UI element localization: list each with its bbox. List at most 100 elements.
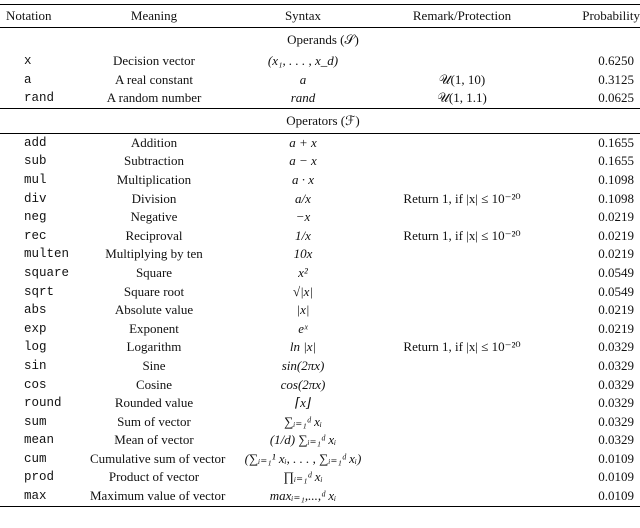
cell-syntax: √|x| <box>292 283 314 299</box>
cell-probability: 0.0549 <box>598 264 634 280</box>
cell-meaning: Subtraction <box>124 153 184 169</box>
cell-notation: div <box>24 191 47 206</box>
cell-remark <box>388 431 536 450</box>
cell-syntax: (x₁, . . . , x_d) <box>267 53 339 68</box>
header-meaning: Meaning <box>130 8 178 23</box>
cell-probability: 0.0329 <box>598 339 634 355</box>
cell-notation: cos <box>24 377 47 392</box>
header-row: Notation Meaning Syntax Remark/Protectio… <box>0 4 640 28</box>
operands-section-title: Operands (𝒮) <box>287 32 359 47</box>
cell-meaning: A real constant <box>115 71 193 87</box>
operators-table: Notation Meaning Syntax Remark/Protectio… <box>0 4 640 507</box>
cell-meaning: Decision vector <box>113 53 195 68</box>
cell-notation: sqrt <box>24 284 55 299</box>
cell-syntax: maxᵢ₌₁,...,ᵈ xᵢ <box>269 488 337 504</box>
cell-remark <box>388 152 536 171</box>
cell-meaning: Reciproval <box>125 227 183 243</box>
cell-remark <box>388 487 536 506</box>
cell-meaning: Cumulative sum of vector <box>90 450 226 466</box>
cell-notation: abs <box>24 303 47 318</box>
cell-remark <box>388 52 536 71</box>
cell-notation: x <box>24 54 32 68</box>
cell-remark <box>388 171 536 190</box>
cell-remark <box>388 450 536 469</box>
cell-notation: max <box>24 489 47 504</box>
cell-syntax: (∑ᵢ₌₁¹ xᵢ, . . . , ∑ᵢ₌₁ᵈ xᵢ) <box>244 450 362 466</box>
cell-notation: mul <box>24 172 47 187</box>
cell-notation: neg <box>24 210 47 225</box>
cell-meaning: Mean of vector <box>114 432 194 448</box>
cell-probability: 0.0219 <box>598 209 634 225</box>
table-row: cum Cumulative sum of vector (∑ᵢ₌₁¹ xᵢ, . … <box>0 450 640 469</box>
cell-probability: 0.0219 <box>598 246 634 262</box>
cell-probability: 0.0329 <box>598 395 634 411</box>
cell-notation: log <box>24 340 47 355</box>
cell-notation: sum <box>24 414 47 429</box>
cell-remark <box>388 264 536 283</box>
cell-syntax: eˣ <box>298 320 308 336</box>
cell-probability: 0.6250 <box>598 53 634 68</box>
cell-probability: 0.0625 <box>598 90 634 106</box>
cell-syntax: a − x <box>289 153 317 169</box>
cell-probability: 0.1655 <box>598 153 634 169</box>
operators-section-row: Operators (ℱ) <box>0 108 640 133</box>
cell-syntax: −x <box>295 209 311 225</box>
cell-notation: a <box>24 72 32 87</box>
cell-remark <box>388 133 536 152</box>
cell-probability: 0.0329 <box>598 413 634 429</box>
cell-notation: round <box>24 396 62 411</box>
table-row: sum Sum of vector ∑ᵢ₌₁ᵈ xᵢ 0.0329 <box>0 413 640 432</box>
cell-syntax: ln |x| <box>289 339 317 355</box>
cell-remark <box>388 245 536 264</box>
cell-probability: 0.0219 <box>598 320 634 336</box>
cell-meaning: Square <box>135 264 173 280</box>
cell-meaning: Absolute value <box>114 302 194 318</box>
cell-notation: rand <box>24 91 55 106</box>
cell-meaning: Sum of vector <box>117 413 191 429</box>
cell-remark: 𝒰(1, 10) <box>438 71 486 87</box>
table-row: log Logarithm ln |x| Return 1, if |x| ≤ 10⁻… <box>0 338 640 357</box>
cell-syntax: 1/x <box>295 227 311 243</box>
cell-syntax: ∑ᵢ₌₁ᵈ xᵢ <box>284 413 322 429</box>
cell-meaning: Multiplying by ten <box>105 246 203 262</box>
cell-meaning: Rounded value <box>114 395 194 411</box>
cell-remark <box>388 413 536 432</box>
cell-meaning: Logarithm <box>126 339 182 355</box>
cell-syntax: a <box>299 71 307 87</box>
cell-syntax: 10x <box>293 246 313 262</box>
cell-remark: Return 1, if |x| ≤ 10⁻²⁰ <box>403 339 521 355</box>
cell-notation: mean <box>24 433 55 448</box>
cell-syntax: ∏ᵢ₌₁ᵈ xᵢ <box>283 469 323 485</box>
cell-probability: 0.0219 <box>598 227 634 243</box>
operands-section-row: Operands (𝒮) <box>0 27 640 53</box>
cell-syntax: a/x <box>295 190 311 206</box>
cell-notation: add <box>24 135 47 150</box>
cell-meaning: Cosine <box>135 376 173 392</box>
cell-syntax: sin(2πx) <box>281 357 325 373</box>
cell-meaning: Multiplication <box>116 171 192 187</box>
cell-syntax: a · x <box>291 171 315 187</box>
cell-notation: sin <box>24 358 47 373</box>
cell-probability: 0.0329 <box>598 357 634 373</box>
header-probability: Probability <box>582 8 640 23</box>
cell-probability: 0.0109 <box>598 450 634 466</box>
cell-remark <box>388 468 536 487</box>
cell-remark <box>388 376 536 395</box>
cell-probability: 0.0219 <box>598 302 634 318</box>
cell-remark <box>388 394 536 413</box>
cell-notation: cum <box>24 451 47 466</box>
cell-probability: 0.0109 <box>598 469 634 485</box>
